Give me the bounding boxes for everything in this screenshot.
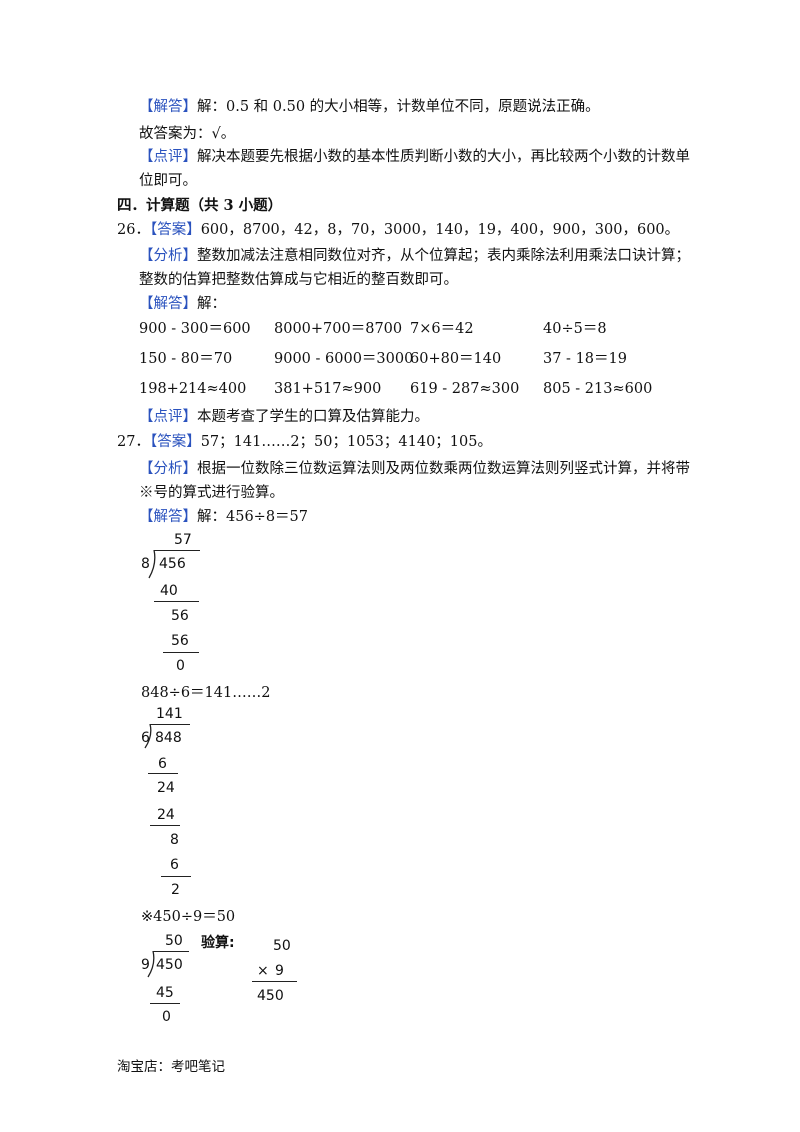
q27-analysis-line2: ※号的算式进行验算。 <box>139 485 284 501</box>
division-bracket <box>148 550 156 579</box>
q27-number: 27． <box>117 434 150 450</box>
division-bar <box>153 951 189 952</box>
times-sign: × <box>257 963 269 979</box>
dividend: 456 <box>159 556 186 572</box>
section-title: 四．计算题（共 3 小题） <box>117 197 283 214</box>
prev-comment-line: 【点评】解决本题要先根据小数的基本性质判断小数的大小，再比较两个小数的计数单 <box>139 147 690 167</box>
remainder: 56 <box>171 608 189 624</box>
footer-shop: 淘宝店：考吧笔记 <box>117 1059 225 1075</box>
division-bracket <box>147 951 155 978</box>
answer-label: 【答案】 <box>149 434 201 450</box>
q26-number: 26． <box>117 222 150 238</box>
calc-cell: 381+517≈900 <box>274 381 382 397</box>
multiplicand: 50 <box>273 938 291 954</box>
solution-label: 【解答】 <box>139 509 197 525</box>
subtrahend: 56 <box>171 633 189 649</box>
multiplier: 9 <box>275 963 284 979</box>
q27-solution-line: 【解答】解：456÷8＝57 <box>139 507 308 527</box>
calc-cell: 60+80＝140 <box>410 351 502 367</box>
analysis-label: 【分析】 <box>139 461 197 477</box>
q26-analysis-line2: 整数的估算把整数估算成与它相近的整百数即可。 <box>139 272 458 288</box>
remainder: 8 <box>170 832 179 848</box>
analysis-label: 【分析】 <box>139 248 197 264</box>
solution-text: 解： <box>197 296 226 312</box>
answer-text: 57；141……2；50；1053；4140；105。 <box>200 434 492 450</box>
calc-cell: 198+214≈400 <box>139 381 247 397</box>
subtraction-line <box>154 601 199 602</box>
calc-cell: 8000+700＝8700 <box>274 321 403 337</box>
equation: ※450÷9＝50 <box>141 909 236 925</box>
subtraction-line <box>150 825 180 826</box>
q26-answer-line: 26．【答案】600，8700，42，8，70，3000，140，19，400，… <box>117 220 679 240</box>
calc-cell: 9000 - 6000＝3000 <box>274 351 414 367</box>
solution-label: 【解答】 <box>139 296 197 312</box>
comment-text: 解决本题要先根据小数的基本性质判断小数的大小，再比较两个小数的计数单 <box>197 149 690 165</box>
calc-cell: 619 - 287≈300 <box>410 381 520 397</box>
comment-label: 【点评】 <box>139 409 197 425</box>
division-bar <box>150 724 190 725</box>
subtrahend: 45 <box>156 985 174 1001</box>
remainder: 0 <box>162 1009 171 1025</box>
prev-comment-line2: 位即可。 <box>139 173 197 189</box>
analysis-text: 根据一位数除三位数运算法则及两位数乘两位数运算法则列竖式计算，并将带 <box>197 461 690 477</box>
prev-answer-line: 【解答】解：0.5 和 0.50 的大小相等，计数单位不同，原题说法正确。 <box>139 97 600 117</box>
answer-text: 解：0.5 和 0.50 的大小相等，计数单位不同，原题说法正确。 <box>197 99 600 115</box>
remainder: 0 <box>176 658 185 674</box>
quotient: 141 <box>156 706 183 722</box>
calc-cell: 37 - 18＝19 <box>543 351 627 367</box>
calc-cell: 805 - 213≈600 <box>543 381 653 397</box>
calc-cell: 900 - 300＝600 <box>139 321 251 337</box>
answer-label: 【解答】 <box>139 99 197 115</box>
solution-text: 解：456÷8＝57 <box>197 509 309 525</box>
analysis-text: 整数加减法注意相同数位对齐，从个位算起；表内乘除法利用乘法口诀计算； <box>197 248 690 264</box>
q27-answer-line: 27．【答案】57；141……2；50；1053；4140；105。 <box>117 432 492 452</box>
answer-label: 【答案】 <box>149 222 201 238</box>
dividend: 848 <box>155 730 182 746</box>
subtraction-line <box>148 773 178 774</box>
subtrahend: 24 <box>157 807 175 823</box>
subtrahend: 40 <box>160 583 178 599</box>
subtrahend: 6 <box>170 857 179 873</box>
product: 450 <box>257 988 284 1004</box>
subtraction-line <box>163 652 199 653</box>
divisor: 8 <box>141 556 150 572</box>
multiplication-line <box>252 981 297 982</box>
comment-text: 本题考查了学生的口算及估算能力。 <box>197 409 429 425</box>
q27-analysis-line: 【分析】根据一位数除三位数运算法则及两位数乘两位数运算法则列竖式计算，并将带 <box>139 459 690 479</box>
dividend: 450 <box>156 957 183 973</box>
answer-text: 600，8700，42，8，70，3000，140，19，400，900，300… <box>200 222 680 238</box>
divisor: 9 <box>141 957 150 973</box>
subtraction-line <box>150 1003 180 1004</box>
q26-solution-line: 【解答】解： <box>139 294 226 314</box>
q26-comment-line: 【点评】本题考查了学生的口算及估算能力。 <box>139 407 429 427</box>
quotient: 57 <box>174 532 192 548</box>
comment-label: 【点评】 <box>139 149 197 165</box>
quotient: 50 <box>165 933 183 949</box>
prev-conclusion: 故答案为：√。 <box>139 126 236 142</box>
division-bracket <box>144 724 152 749</box>
subtraction-line <box>161 876 191 877</box>
calc-cell: 7×6＝42 <box>410 321 474 337</box>
check-label: 验算: <box>201 935 235 951</box>
calc-cell: 40÷5＝8 <box>543 321 607 337</box>
remainder: 2 <box>171 882 180 898</box>
division-bar <box>154 550 200 551</box>
q26-analysis-line: 【分析】整数加减法注意相同数位对齐，从个位算起；表内乘除法利用乘法口诀计算； <box>139 246 690 266</box>
calc-cell: 150 - 80＝70 <box>139 351 233 367</box>
equation: 848÷6＝141……2 <box>141 685 271 701</box>
remainder: 24 <box>157 780 175 796</box>
divisor: 6 <box>141 730 150 746</box>
subtrahend: 6 <box>158 756 167 772</box>
